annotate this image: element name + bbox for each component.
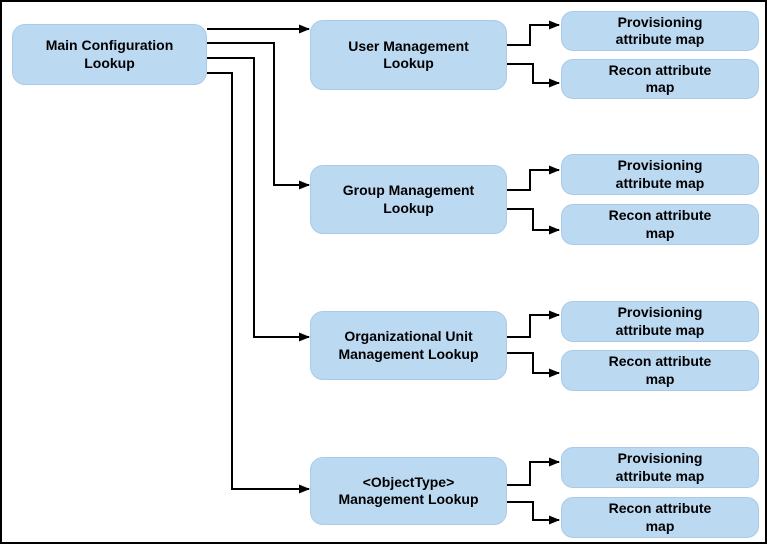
node-label: Provisioning attribute map (615, 157, 705, 191)
connector-ou-to-provisioning-map (507, 310, 560, 338)
node-label: Main Configuration Lookup (45, 37, 174, 71)
node-recon-attribute-map-3: Recon attribute map (561, 350, 759, 391)
node-label: Provisioning attribute map (615, 13, 705, 48)
connector-group-to-recon-map (507, 208, 560, 235)
node-group-management-lookup: Group Management Lookup (310, 165, 507, 234)
node-organizational-unit-management-lookup: Organizational Unit Management Lookup (310, 311, 507, 380)
node-main-configuration-lookup: Main Configuration Lookup (12, 24, 207, 85)
connector-main-to-organizational-unit (207, 57, 310, 342)
node-label: User Management Lookup (348, 37, 469, 72)
node-provisioning-attribute-map-1: Provisioning attribute map (561, 11, 759, 51)
connector-objecttype-to-provisioning-map (507, 457, 560, 486)
node-provisioning-attribute-map-4: Provisioning attribute map (561, 447, 759, 488)
node-provisioning-attribute-map-2: Provisioning attribute map (561, 154, 759, 195)
node-user-management-lookup: User Management Lookup (310, 20, 507, 90)
node-label: Recon attribute map (608, 61, 712, 96)
node-label: Recon attribute map (608, 207, 712, 241)
node-label: Organizational Unit Management Lookup (338, 328, 479, 362)
node-label: Recon attribute map (608, 500, 712, 534)
node-label: Recon attribute map (608, 353, 712, 387)
connector-user-to-provisioning-map (507, 20, 560, 46)
node-label: Provisioning attribute map (615, 304, 705, 338)
node-recon-attribute-map-1: Recon attribute map (561, 59, 759, 99)
node-label: <ObjectType> Management Lookup (338, 473, 479, 508)
node-recon-attribute-map-2: Recon attribute map (561, 204, 759, 245)
node-label: Group Management Lookup (342, 182, 475, 216)
connector-objecttype-to-recon-map (507, 501, 560, 525)
node-objecttype-management-lookup: <ObjectType> Management Lookup (310, 457, 507, 525)
node-provisioning-attribute-map-3: Provisioning attribute map (561, 301, 759, 342)
connector-user-to-recon-map (507, 63, 560, 88)
connector-group-to-provisioning-map (507, 165, 560, 191)
connector-main-to-objecttype (207, 72, 310, 494)
connector-main-to-group-management (207, 42, 310, 190)
node-label: Provisioning attribute map (615, 450, 705, 484)
connector-ou-to-recon-map (507, 352, 560, 378)
node-recon-attribute-map-4: Recon attribute map (561, 497, 759, 538)
